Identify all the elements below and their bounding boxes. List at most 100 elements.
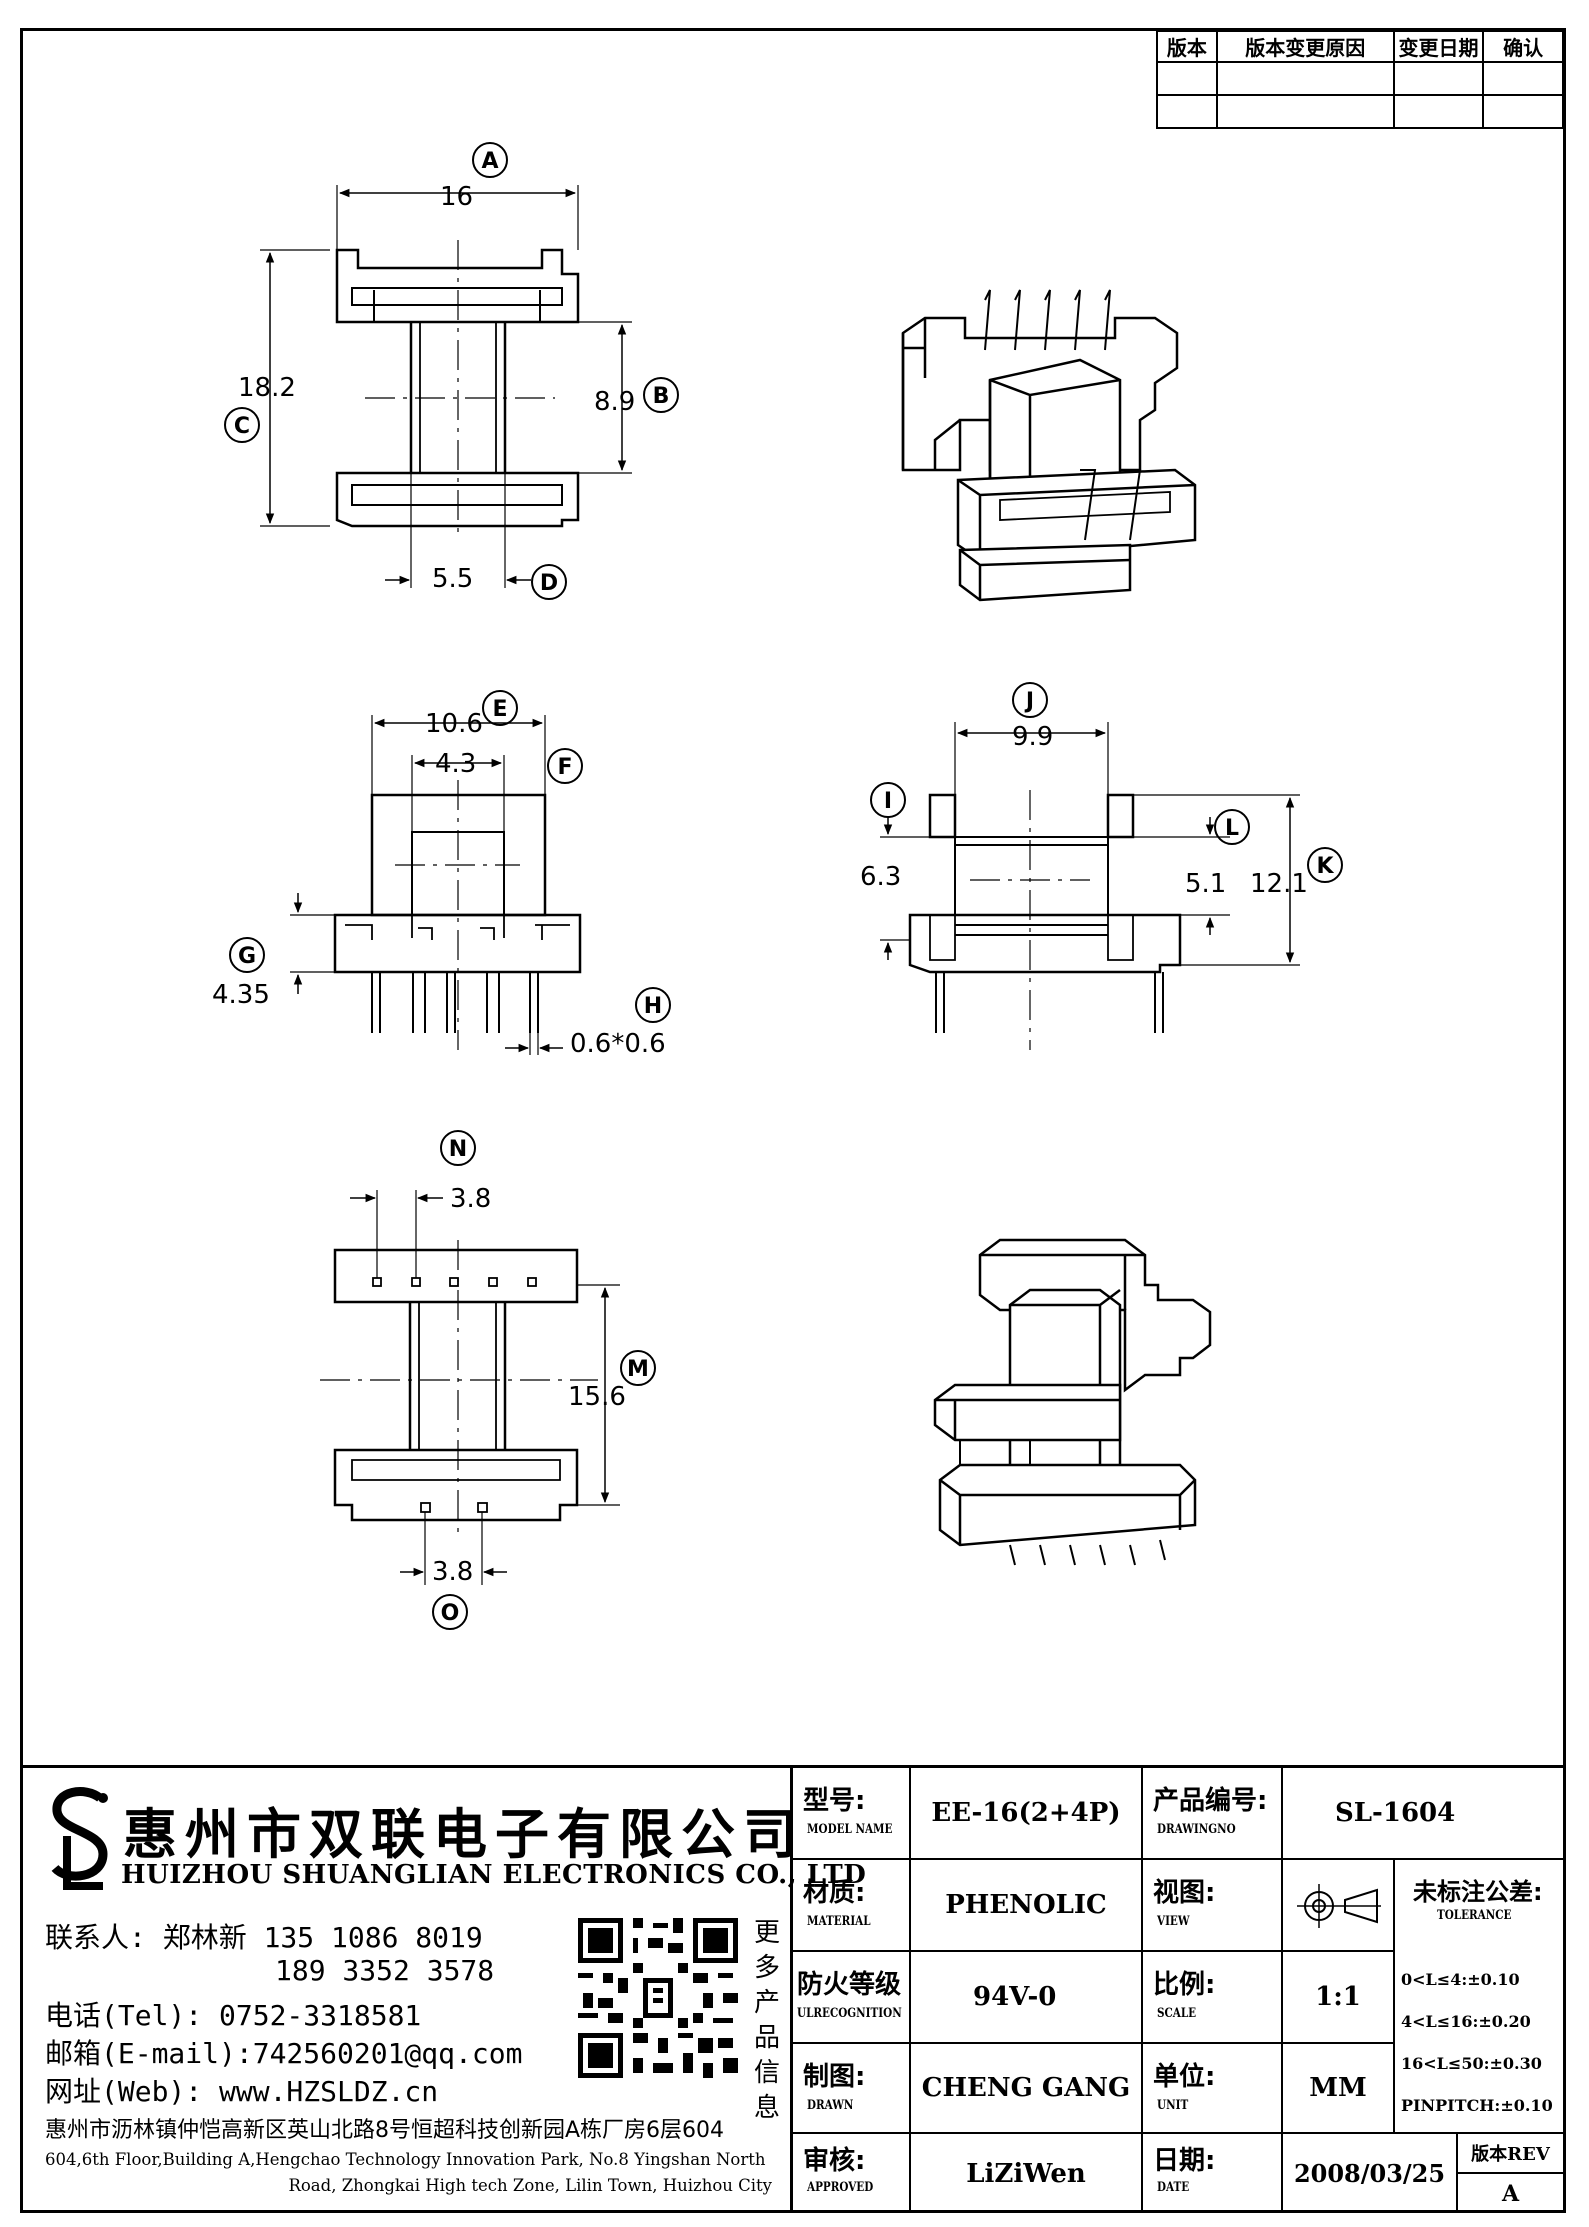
material-label-en: MATERIAL <box>807 1914 871 1929</box>
callout-g: G <box>238 944 256 969</box>
scale-label-en: SCALE <box>1157 2006 1197 2021</box>
rev-cell <box>1215 61 1395 96</box>
qr-caption-char: 品 <box>753 2023 780 2053</box>
date-value-cell: 2008/03/25 <box>1283 2134 1458 2213</box>
date-value: 2008/03/25 <box>1293 2159 1446 2188</box>
drawn-value-cell: CHENG GANG <box>911 2044 1143 2134</box>
dimension-values: 16 18.2 8.9 5.5 10.6 4.3 4.35 0.6*0.6 9.… <box>212 182 1308 1587</box>
callout-circle-m <box>620 1350 656 1386</box>
rev-header-reason: 版本变更原因 <box>1215 30 1395 63</box>
approved-value-cell: LiZiWen <box>911 2134 1143 2213</box>
fire-value: 94V-0 <box>973 1982 1057 2012</box>
qr-caption-char: 更 <box>753 1918 780 1948</box>
contact-email: 邮箱(E-mail):742560201@qq.com <box>45 2037 523 2070</box>
contact-person: 联系人: 郑林新 135 1086 8019 <box>45 1921 483 1954</box>
model-label-cell: 型号: MODEL NAME <box>793 1768 911 1860</box>
fire-label: 防火等级 <box>797 1970 902 2000</box>
callout-h: H <box>644 994 662 1019</box>
view-symbol-cell <box>1283 1860 1395 1952</box>
rev-cell: 版本REV A <box>1458 2134 1563 2213</box>
drawing-frame <box>20 28 1566 2213</box>
rev-header-version: 版本 <box>1156 30 1218 63</box>
side-view <box>880 722 1300 1050</box>
scale-value-cell: 1:1 <box>1283 1952 1395 2044</box>
scale-label-cell: 比例: SCALE <box>1143 1952 1283 2044</box>
view-label-en: VIEW <box>1157 1914 1190 1929</box>
approved-value: LiZiWen <box>966 2158 1086 2189</box>
third-angle-projection-icon <box>1297 1884 1381 1928</box>
callout-circles <box>224 142 1343 1630</box>
callout-k: K <box>1316 854 1334 879</box>
date-label-cell: 日期: DATE <box>1143 2134 1283 2213</box>
model-value: EE-16(2+4P) <box>931 1798 1121 1828</box>
model-value-cell: EE-16(2+4P) <box>911 1768 1143 1860</box>
material-value: PHENOLIC <box>945 1890 1107 1920</box>
unit-value-cell: MM <box>1283 2044 1395 2134</box>
drawn-label: 制图: <box>803 2062 866 2092</box>
dim-k: 12.1 <box>1250 869 1308 899</box>
rev-header-date: 变更日期 <box>1392 30 1485 63</box>
rev-label: 版本REV <box>1458 2134 1563 2174</box>
fire-value-cell: 94V-0 <box>911 1952 1143 2044</box>
fire-label-cell: 防火等级 ULRECOGNITION <box>793 1952 911 2044</box>
contact-tel: 电话(Tel): 0752-3318581 <box>45 1999 422 2032</box>
callout-circle-d <box>531 564 567 600</box>
qr-caption-char: 息 <box>753 2093 780 2123</box>
callout-letters: A B C D E F G H I J K L M N O <box>234 149 1335 1626</box>
dim-j: 9.9 <box>1012 722 1053 752</box>
top-view <box>260 185 632 588</box>
technical-drawing: A B C D E F G H I J K L M N O 16 18.2 8.… <box>212 142 1343 1630</box>
dim-f: 4.3 <box>435 749 476 779</box>
callout-circle-f <box>547 748 583 784</box>
qr-caption-char: 信 <box>753 2058 780 2088</box>
tolerance-line-4: PINPITCH:±0.10 <box>1401 2096 1553 2115</box>
callout-e: E <box>492 697 507 722</box>
drawing-label-cell: 产品编号: DRAWINGNO <box>1143 1768 1283 1860</box>
tolerance-label-en: TOLERANCE <box>1437 1908 1512 1923</box>
model-label-en: MODEL NAME <box>807 1822 893 1837</box>
callout-circle-k <box>1307 847 1343 883</box>
callout-c: C <box>234 414 250 439</box>
rev-header-confirm: 确认 <box>1482 30 1564 63</box>
callout-b: B <box>653 384 670 409</box>
unit-value: MM <box>1309 2073 1367 2103</box>
dim-n: 3.8 <box>450 1184 491 1214</box>
tolerance-line-1: 0<L≤4:±0.10 <box>1401 1970 1520 1989</box>
tolerance-label: 未标注公差: <box>1413 1878 1543 1906</box>
callout-circle-l <box>1214 809 1250 845</box>
callout-f: F <box>557 755 572 780</box>
rev-cell <box>1482 61 1564 96</box>
material-label-cell: 材质: MATERIAL <box>793 1860 911 1952</box>
callout-circle-j <box>1012 682 1048 718</box>
callout-n: N <box>449 1137 467 1162</box>
callout-j: J <box>1024 689 1034 714</box>
callout-circle-a <box>472 142 508 178</box>
dim-o: 3.8 <box>432 1557 473 1587</box>
callout-d: D <box>540 571 558 596</box>
contact-phone-2: 189 3352 3578 <box>275 1954 495 1987</box>
unit-label-en: UNIT <box>1157 2098 1189 2113</box>
rev-value: A <box>1501 2180 1520 2207</box>
view-label: 视图: <box>1153 1878 1216 1908</box>
rev-cell <box>1392 61 1485 96</box>
unit-label-cell: 单位: UNIT <box>1143 2044 1283 2134</box>
scale-value: 1:1 <box>1315 1982 1361 2012</box>
callout-l: L <box>1225 816 1239 841</box>
revision-table: 版本 版本变更原因 变更日期 确认 <box>1156 30 1564 129</box>
drawing-label-en: DRAWINGNO <box>1157 1822 1236 1837</box>
spec-grid: 型号: MODEL NAME EE-16(2+4P) 产品编号: DRAWING… <box>793 1768 1563 2213</box>
date-label: 日期: <box>1153 2146 1216 2176</box>
fire-label-en: ULRECOGNITION <box>797 2006 902 2021</box>
date-label-en: DATE <box>1157 2180 1190 2195</box>
iso-view-2 <box>933 1238 1212 1566</box>
qr-caption-char: 多 <box>753 1953 780 1983</box>
callout-a: A <box>481 149 498 174</box>
drawn-label-cell: 制图: DRAWN <box>793 2044 911 2134</box>
qr-code-icon <box>573 1913 743 2083</box>
material-label: 材质: <box>803 1878 866 1908</box>
dim-i: 6.3 <box>860 862 901 892</box>
company-panel: 惠州市双联电子有限公司 HUIZHOU SHUANGLIAN ELECTRONI… <box>23 1768 866 2213</box>
callout-circle-h <box>635 987 671 1023</box>
callout-circle-b <box>643 377 679 413</box>
material-value-cell: PHENOLIC <box>911 1860 1143 1952</box>
